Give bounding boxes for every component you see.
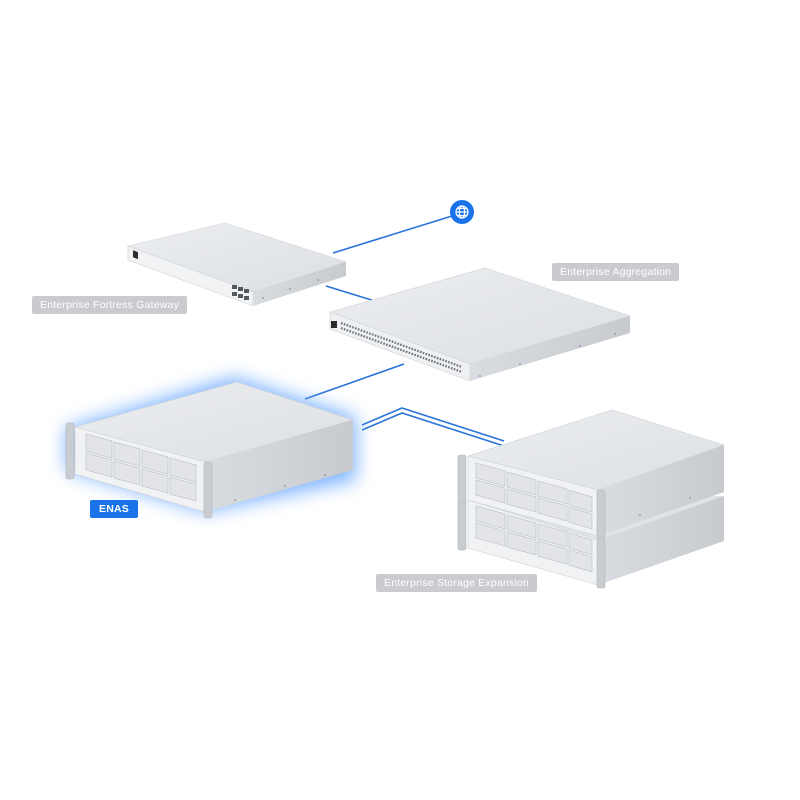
expansion-device[interactable] [457,409,725,589]
link-enas-expansion-a [361,407,505,442]
connections [304,215,505,447]
aggregation-ports [340,321,463,374]
link-gateway-internet [332,215,453,254]
expansion-unit-upper [457,409,725,539]
enas-rack-ear-right [203,461,213,519]
enas-drive-bays [85,433,197,502]
enas-label[interactable]: ENAS [90,500,138,518]
aggregation-device[interactable] [329,267,631,382]
link-aggregation-enas [304,363,405,400]
globe-icon [455,205,469,219]
gateway-device[interactable] [126,222,347,307]
link-gateway-aggregation [325,285,379,303]
link-enas-expansion-b [361,412,505,447]
aggregation-label: Enterprise Aggregation [552,263,680,281]
internet-node[interactable] [450,200,474,224]
expansion-label: Enterprise Storage Expansion [376,574,538,592]
gateway-label: Enterprise Fortress Gateway [32,296,188,314]
enas-rack-ear-left [65,422,75,480]
gateway-ports [232,285,249,300]
enas-device[interactable] [65,377,356,519]
